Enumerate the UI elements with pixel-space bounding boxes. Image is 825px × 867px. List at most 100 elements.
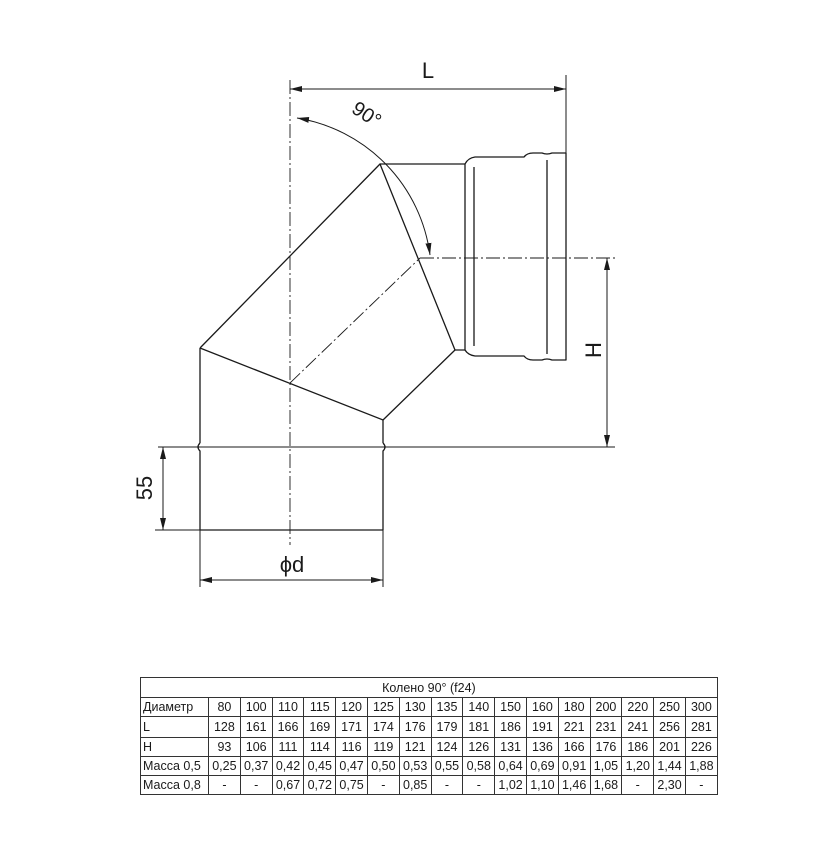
value-cell: 114	[303, 737, 337, 757]
diameter-cell: 130	[398, 697, 432, 717]
value-cell: 128	[208, 716, 241, 738]
value-cell: 111	[271, 737, 305, 757]
elbow-technical-drawing: L H 90° 55 ϕd	[132, 58, 615, 587]
value-cell: -	[462, 775, 496, 795]
value-cell: 126	[462, 737, 496, 757]
dim-label-socket: 55	[132, 476, 157, 500]
row-label: L	[140, 716, 209, 738]
diameter-cell: 115	[303, 697, 337, 717]
diameter-cell: 100	[239, 697, 273, 717]
diameter-cell: 140	[462, 697, 496, 717]
value-cell: 221	[557, 716, 591, 738]
bottom-segment	[199, 347, 384, 443]
diameter-cell: 80	[208, 697, 241, 717]
value-cell: 0,64	[494, 756, 527, 776]
value-cell: 0,85	[398, 775, 432, 795]
value-cell: 1,88	[684, 756, 718, 776]
value-cell: 256	[653, 716, 686, 738]
value-cell: 241	[621, 716, 655, 738]
value-cell: 116	[335, 737, 368, 757]
diameter-cell: 250	[653, 697, 686, 717]
value-cell: 1,10	[525, 775, 559, 795]
diameter-cell: 125	[366, 697, 400, 717]
value-cell: 0,69	[525, 756, 559, 776]
value-cell: 231	[589, 716, 623, 738]
value-cell: 0,45	[303, 756, 337, 776]
value-cell: 0,72	[303, 775, 337, 795]
diameter-cell: 135	[430, 697, 464, 717]
value-cell: 0,50	[366, 756, 400, 776]
row-label: Масса 0,5	[140, 756, 209, 776]
diameter-cell: 200	[589, 697, 623, 717]
value-cell: 201	[653, 737, 686, 757]
value-cell: 0,53	[398, 756, 432, 776]
value-cell: 0,37	[239, 756, 273, 776]
value-cell: 166	[557, 737, 591, 757]
value-cell: -	[684, 775, 718, 795]
diameter-cell: 120	[335, 697, 368, 717]
dim-label-angle: 90°	[348, 98, 385, 133]
value-cell: 181	[462, 716, 496, 738]
value-cell: 1,20	[621, 756, 655, 776]
value-cell: 1,44	[653, 756, 686, 776]
value-cell: 166	[271, 716, 305, 738]
value-cell: 226	[684, 737, 718, 757]
value-cell: 124	[430, 737, 464, 757]
center-lines	[289, 80, 615, 545]
value-cell: 0,67	[271, 775, 305, 795]
value-cell: 2,30	[653, 775, 686, 795]
top-segment	[380, 163, 466, 351]
value-cell: -	[239, 775, 273, 795]
value-cell: -	[621, 775, 655, 795]
diameter-cell: 110	[271, 697, 305, 717]
value-cell: 176	[589, 737, 623, 757]
value-cell: 93	[208, 737, 241, 757]
top-collar	[464, 152, 567, 361]
value-cell: 119	[366, 737, 400, 757]
elbow-outline	[197, 152, 567, 531]
value-cell: 136	[525, 737, 559, 757]
value-cell: 186	[621, 737, 655, 757]
value-cell: 1,46	[557, 775, 591, 795]
value-cell: 1,05	[589, 756, 623, 776]
value-cell: 174	[366, 716, 400, 738]
value-cell: 191	[525, 716, 559, 738]
value-cell: 171	[335, 716, 368, 738]
value-cell: 1,68	[589, 775, 623, 795]
table-caption: Колено 90° (f24)	[140, 677, 718, 698]
header-label: Диаметр	[140, 697, 209, 717]
value-cell: 0,47	[335, 756, 368, 776]
value-cell: 179	[430, 716, 464, 738]
value-cell: 0,42	[271, 756, 305, 776]
value-cell: 186	[494, 716, 527, 738]
table-caption-row: Колено 90° (f24)	[140, 677, 718, 698]
value-cell: 0,25	[208, 756, 241, 776]
dim-label-length: L	[422, 58, 434, 83]
value-cell: 121	[398, 737, 432, 757]
value-cell: 106	[239, 737, 273, 757]
row-label: H	[140, 737, 209, 757]
value-cell: 0,58	[462, 756, 496, 776]
dim-label-height: H	[581, 342, 606, 358]
value-cell: 169	[303, 716, 337, 738]
diameter-cell: 160	[525, 697, 559, 717]
dim-label-diameter: ϕd	[280, 552, 305, 577]
value-cell: -	[366, 775, 400, 795]
value-cell: 176	[398, 716, 432, 738]
diameter-cell: 150	[494, 697, 527, 717]
value-cell: 1,02	[494, 775, 527, 795]
value-cell: -	[208, 775, 241, 795]
dimension-lines	[155, 75, 615, 587]
value-cell: 0,75	[335, 775, 368, 795]
value-cell: -	[430, 775, 464, 795]
value-cell: 131	[494, 737, 527, 757]
middle-segment	[199, 163, 456, 421]
diameter-cell: 180	[557, 697, 591, 717]
bottom-socket	[197, 442, 386, 531]
